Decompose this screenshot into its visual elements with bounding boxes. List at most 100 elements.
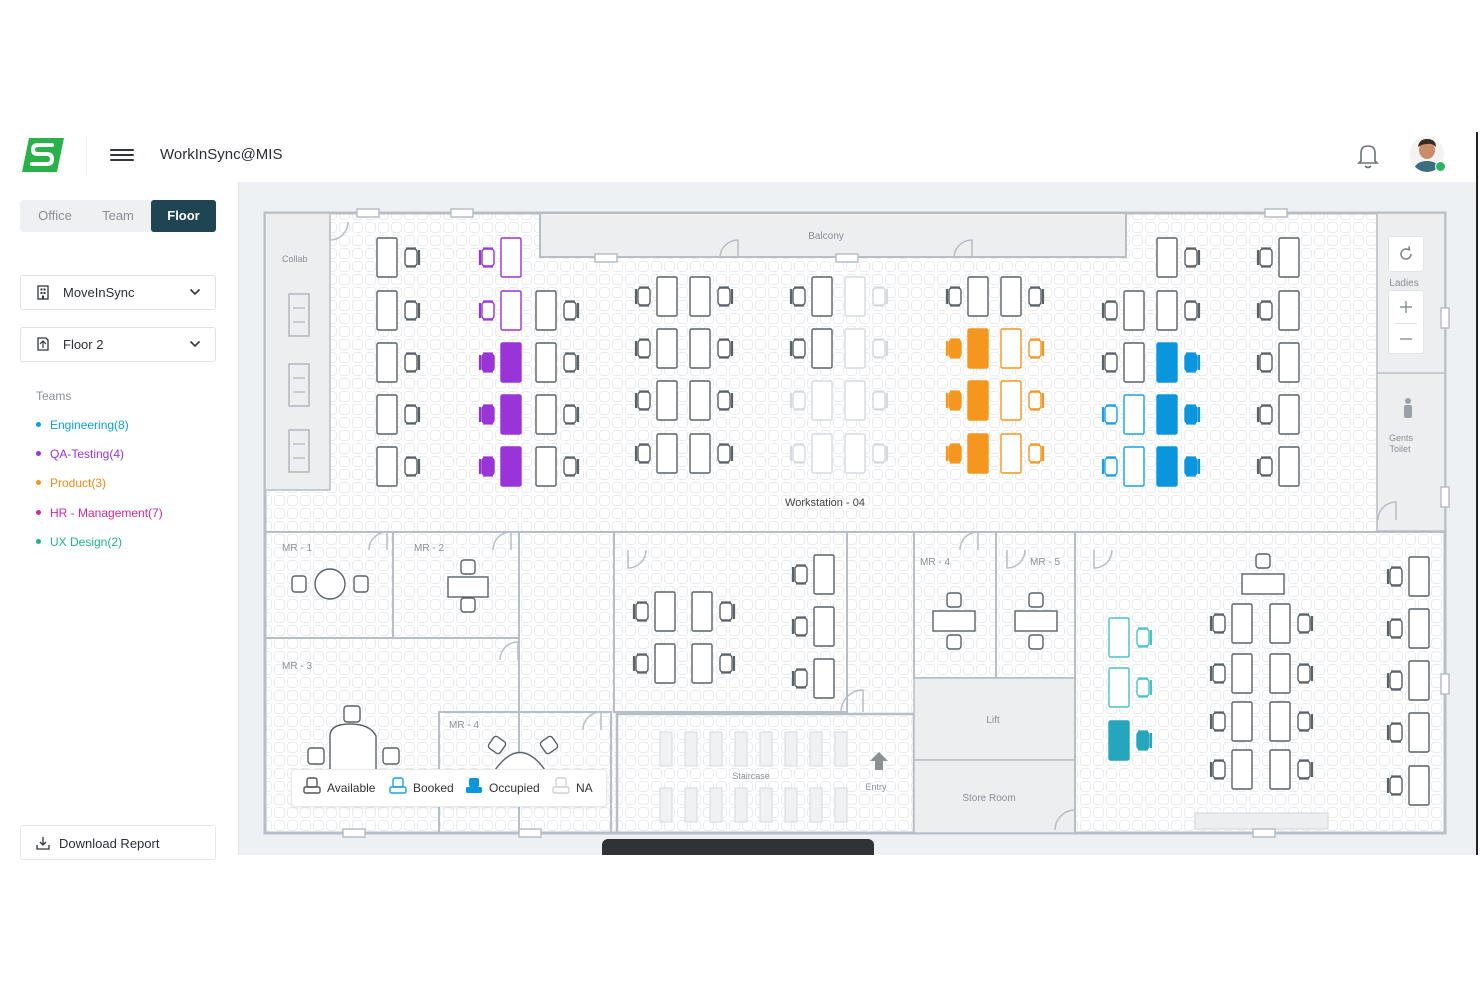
workinsync-logo[interactable]: [22, 138, 64, 172]
desk-seat[interactable]: [1269, 749, 1314, 790]
chair-seat: [1184, 301, 1198, 320]
desk-seat[interactable]: [791, 658, 835, 699]
bell-icon[interactable]: [1354, 141, 1382, 171]
team-qa-testing[interactable]: QA-Testing(4): [36, 447, 124, 461]
desk-seat[interactable]: [1386, 765, 1430, 806]
desk-seat[interactable]: [945, 276, 989, 317]
desk-seat[interactable]: [478, 237, 522, 278]
tab-team[interactable]: Team: [102, 208, 134, 223]
desk-seat[interactable]: [1156, 342, 1201, 383]
desk-seat[interactable]: [535, 394, 580, 435]
desk-seat[interactable]: [1209, 749, 1253, 790]
desk-seat[interactable]: [691, 643, 736, 684]
desk-seat[interactable]: [376, 394, 421, 435]
desk-seat[interactable]: [689, 276, 734, 317]
desk-seat[interactable]: [535, 446, 580, 487]
team-hr-management[interactable]: HR - Management(7): [36, 506, 163, 520]
desk-seat[interactable]: [1209, 701, 1253, 742]
desk-seat[interactable]: [689, 328, 734, 369]
desk-seat[interactable]: [634, 433, 678, 474]
hamburger-icon[interactable]: [110, 146, 134, 164]
desk-seat[interactable]: [1156, 290, 1201, 331]
desk-seat[interactable]: [789, 276, 833, 317]
desk-seat[interactable]: [1108, 617, 1153, 658]
desk-seat[interactable]: [844, 380, 889, 421]
chair: [1255, 553, 1271, 569]
desk-seat[interactable]: [1101, 394, 1145, 435]
plus-icon[interactable]: [1398, 299, 1414, 315]
desk-seat[interactable]: [1000, 433, 1045, 474]
desk-seat[interactable]: [376, 446, 421, 487]
download-icon: [36, 837, 50, 850]
floor-plan[interactable]: BalconyCollabLadiesGentsToiletWorkstatio…: [239, 182, 1476, 855]
desk-seat[interactable]: [844, 433, 889, 474]
desk-seat[interactable]: [1256, 237, 1300, 278]
desk-seat[interactable]: [634, 328, 678, 369]
desk-seat[interactable]: [945, 380, 989, 421]
desk-seat[interactable]: [632, 591, 676, 632]
desk-seat[interactable]: [376, 342, 421, 383]
office-select[interactable]: MoveInSync: [20, 275, 216, 310]
map-label: Staircase: [732, 771, 770, 781]
desk: [967, 380, 989, 421]
desk-seat[interactable]: [1101, 290, 1145, 331]
desk-seat[interactable]: [844, 276, 889, 317]
desk-seat[interactable]: [691, 591, 736, 632]
team-engineering[interactable]: Engineering(8): [36, 418, 129, 432]
desk-seat[interactable]: [634, 380, 678, 421]
desk-seat[interactable]: [1101, 342, 1145, 383]
refresh-button[interactable]: [1388, 236, 1424, 272]
desk-seat[interactable]: [1256, 394, 1300, 435]
desk-seat[interactable]: [1256, 342, 1300, 383]
desk-seat[interactable]: [632, 643, 676, 684]
desk-seat[interactable]: [1209, 603, 1253, 644]
desk-seat[interactable]: [945, 433, 989, 474]
desk-seat[interactable]: [1386, 556, 1430, 597]
desk-seat[interactable]: [535, 342, 580, 383]
desk-seat[interactable]: [789, 328, 833, 369]
desk-seat[interactable]: [844, 328, 889, 369]
desk-seat[interactable]: [689, 380, 734, 421]
desk-seat[interactable]: [478, 342, 522, 383]
desk-seat[interactable]: [478, 394, 522, 435]
desk-seat[interactable]: [1256, 290, 1300, 331]
desk-seat[interactable]: [634, 276, 678, 317]
desk-seat[interactable]: [1386, 712, 1430, 753]
minus-icon[interactable]: [1398, 331, 1414, 347]
download-report-button[interactable]: Download Report: [20, 825, 216, 860]
desk-seat[interactable]: [791, 554, 835, 595]
desk-seat[interactable]: [376, 290, 421, 331]
desk-seat[interactable]: [376, 237, 421, 278]
desk-seat[interactable]: [1156, 446, 1201, 487]
desk-seat[interactable]: [1000, 328, 1045, 369]
desk-seat[interactable]: [1386, 608, 1430, 649]
desk-seat[interactable]: [1000, 380, 1045, 421]
desk-seat[interactable]: [1269, 653, 1314, 694]
desk-seat[interactable]: [478, 290, 522, 331]
desk-seat[interactable]: [1256, 446, 1300, 487]
desk-seat[interactable]: [789, 433, 833, 474]
desk-seat[interactable]: [478, 446, 522, 487]
desk-seat[interactable]: [1108, 667, 1153, 708]
desk-seat[interactable]: [1269, 701, 1314, 742]
desk-seat[interactable]: [1108, 720, 1153, 761]
desk-seat[interactable]: [1209, 653, 1253, 694]
desk-seat[interactable]: [791, 606, 835, 647]
desk-seat[interactable]: [689, 433, 734, 474]
tab-office[interactable]: Office: [38, 208, 72, 223]
team-product[interactable]: Product(3): [36, 476, 106, 490]
desk-seat[interactable]: [535, 290, 580, 331]
desk-seat[interactable]: [1156, 237, 1201, 278]
desk-seat[interactable]: [1386, 660, 1430, 701]
desk-seat[interactable]: [1269, 603, 1314, 644]
floor-select[interactable]: Floor 2: [20, 327, 216, 362]
team-ux-design[interactable]: UX Design(2): [36, 535, 122, 549]
tab-floor[interactable]: Floor: [151, 200, 216, 232]
desk-seat[interactable]: [789, 380, 833, 421]
chair-seat: [1184, 405, 1198, 424]
desk-seat[interactable]: [1156, 394, 1201, 435]
desk-seat[interactable]: [1000, 276, 1045, 317]
desk-seat[interactable]: [1101, 446, 1145, 487]
desk-seat[interactable]: [945, 328, 989, 369]
chair: [291, 575, 307, 593]
